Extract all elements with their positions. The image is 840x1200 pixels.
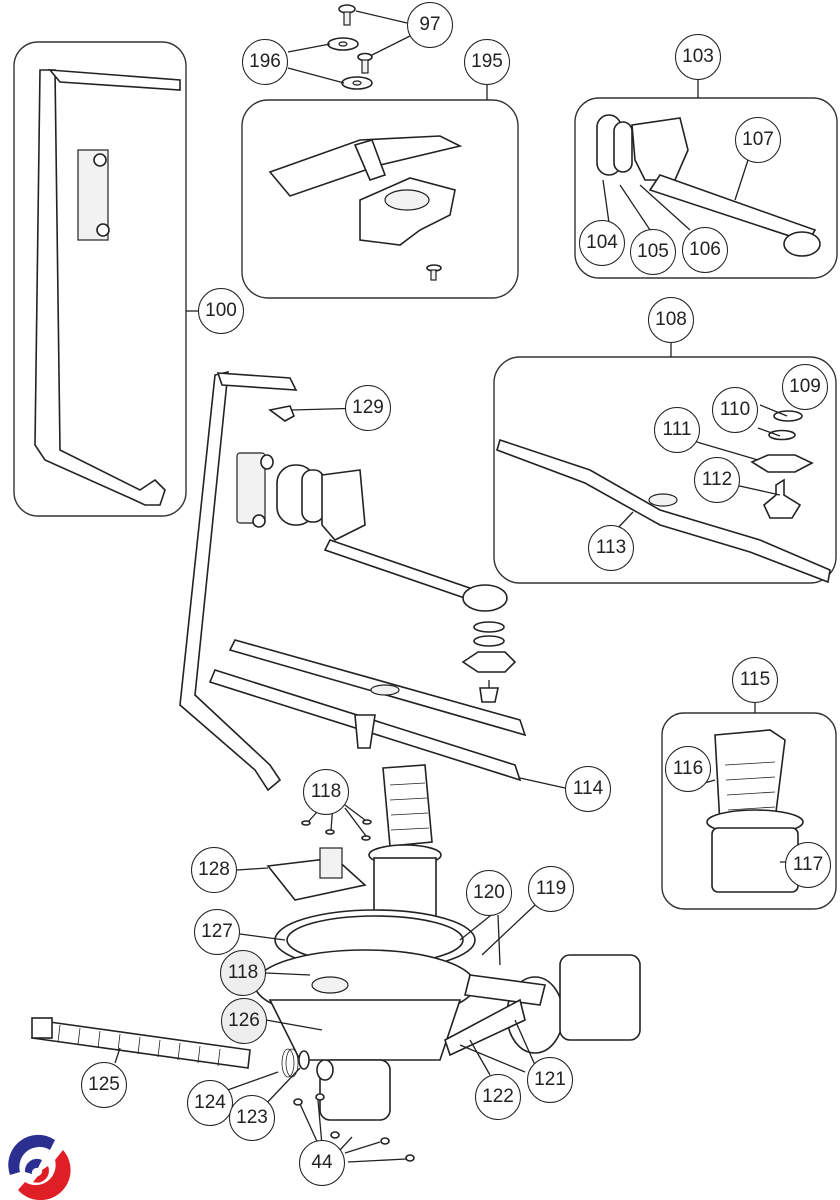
group-box-103 (574, 97, 838, 279)
callout-118-upper[interactable]: 118 (303, 769, 349, 815)
callout-105[interactable]: 105 (630, 229, 676, 275)
callout-113[interactable]: 113 (588, 525, 634, 571)
center-filter-assembly (368, 764, 442, 919)
circulation-pump (444, 954, 641, 1057)
spray-tube-boxed (34, 69, 181, 506)
callout-123[interactable]: 123 (229, 1095, 275, 1141)
callout-44[interactable]: 44 (299, 1140, 345, 1186)
callout-125[interactable]: 125 (81, 1062, 127, 1108)
callout-115[interactable]: 115 (732, 657, 778, 703)
callout-104[interactable]: 104 (579, 220, 625, 266)
manifold-kit (596, 114, 821, 257)
callout-195[interactable]: 195 (464, 39, 510, 85)
main-spray-tube (179, 370, 298, 792)
callout-106[interactable]: 106 (682, 227, 728, 273)
drain-hose-125 (31, 1017, 251, 1069)
group-box-100 (13, 41, 187, 517)
part-128-tray (266, 847, 367, 901)
callout-114[interactable]: 114 (565, 766, 611, 812)
callout-120[interactable]: 120 (466, 870, 512, 916)
group-box-108 (493, 356, 837, 584)
leader-lines (114, 159, 810, 1163)
middle-spray-arm-114 (208, 639, 527, 782)
group-box-195 (241, 99, 519, 299)
screws-118-upper (301, 819, 372, 841)
callout-107[interactable]: 107 (735, 117, 781, 163)
callout-110[interactable]: 110 (712, 387, 758, 433)
sump-assembly (254, 909, 476, 1061)
screw-97-top (338, 4, 356, 26)
callout-117[interactable]: 117 (785, 842, 831, 888)
callout-122[interactable]: 122 (475, 1074, 521, 1120)
group-box-115 (661, 712, 837, 910)
callout-108[interactable]: 108 (648, 297, 694, 343)
part-129-cap (268, 405, 296, 422)
callout-97[interactable]: 97 (407, 2, 453, 48)
screws-44 (293, 1093, 415, 1162)
callout-127[interactable]: 127 (194, 909, 240, 955)
callout-124[interactable]: 124 (187, 1080, 233, 1126)
callout-116[interactable]: 116 (665, 746, 711, 792)
callout-119[interactable]: 119 (528, 866, 574, 912)
lower-spray-arm-kit (496, 410, 831, 584)
callout-126[interactable]: 126 (221, 998, 267, 1044)
upper-spray-arm (268, 135, 463, 281)
callout-129[interactable]: 129 (345, 385, 391, 431)
drain-pump (316, 1059, 391, 1121)
manifold-center (236, 452, 508, 612)
brand-logo (8, 1134, 71, 1200)
washer-196-bottom (341, 76, 373, 90)
callout-112[interactable]: 112 (694, 457, 740, 503)
callout-109[interactable]: 109 (782, 364, 828, 410)
callout-111[interactable]: 111 (654, 407, 700, 453)
callout-118-lower[interactable]: 118 (220, 950, 266, 996)
center-seals-nut-cap (461, 621, 517, 703)
callout-196[interactable]: 196 (242, 39, 288, 85)
callout-103[interactable]: 103 (675, 34, 721, 80)
filter-kit (706, 729, 804, 893)
callout-100[interactable]: 100 (198, 288, 244, 334)
callout-121[interactable]: 121 (527, 1057, 573, 1103)
screw-97-bottom (357, 52, 373, 74)
callout-128[interactable]: 128 (191, 847, 237, 893)
seal-123 (298, 1050, 310, 1070)
washer-196-top (327, 37, 359, 51)
